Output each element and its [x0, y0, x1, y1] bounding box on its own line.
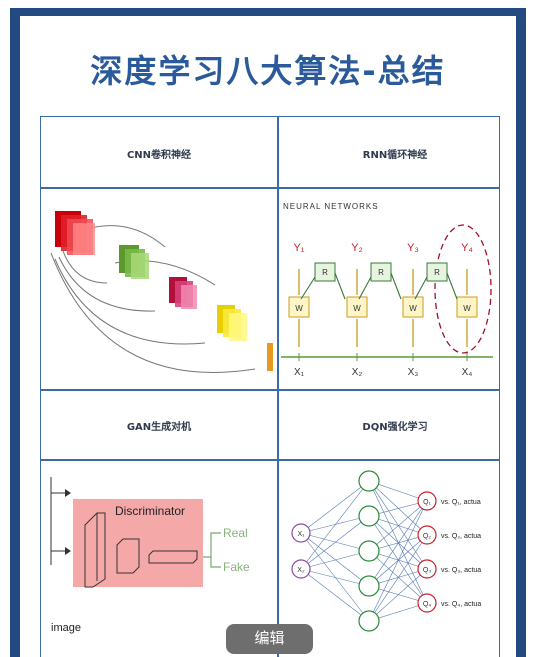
svg-text:vs. Q₄, actua: vs. Q₄, actua	[441, 601, 481, 608]
gan-diagram: Discriminator Real Fake image	[50, 477, 250, 634]
grid-divider-vertical	[277, 117, 279, 657]
gan-caption: GAN生成对机	[126, 422, 192, 433]
rnn-unit-1: W Y₁ X₁	[288, 242, 310, 378]
dqn-caption: DQN强化学习	[362, 422, 428, 433]
rnn-unit-2: W Y₂ X₂	[346, 242, 368, 378]
svg-text:Y₁: Y₁	[293, 242, 304, 254]
svg-text:W: W	[409, 304, 417, 313]
svg-text:Q₃: Q₃	[423, 567, 431, 574]
svg-text:W: W	[463, 304, 471, 313]
svg-text:vs. Q₁, actua: vs. Q₁, actua	[441, 499, 481, 506]
svg-text:image: image	[51, 622, 81, 634]
svg-text:W: W	[295, 304, 303, 313]
svg-text:X₁: X₁	[294, 367, 305, 378]
dqn-output-nodes: Q₁ Q₂ Q₃ Q₄ vs. Q₁, actua vs. Q₂, actua …	[417, 491, 481, 613]
rnn-units: W Y₁ X₁ W Y₂ X₂ W Y₃	[288, 242, 478, 378]
rnn-diagram: NEURAL NETWORKS W Y₁ X₁ W Y₂ X₂	[281, 202, 493, 378]
svg-text:W: W	[353, 304, 361, 313]
svg-text:X₂: X₂	[297, 567, 305, 574]
svg-text:Q₁: Q₁	[423, 499, 431, 506]
svg-text:Fake: Fake	[223, 560, 250, 574]
svg-text:R: R	[378, 268, 384, 277]
dqn-diagram: X₁ X₂ Q₁ Q₂ Q₃ Q₄ vs. Q₁, actua vs. Q₂, …	[291, 470, 481, 632]
rnn-unit-4: W Y₄ X₄	[456, 242, 478, 378]
svg-text:Y₃: Y₃	[407, 242, 419, 254]
svg-text:vs. Q₃, actua: vs. Q₃, actua	[441, 567, 481, 574]
svg-text:Y₂: Y₂	[351, 242, 363, 254]
dqn-input-nodes: X₁ X₂	[291, 523, 311, 579]
cnn-diagram	[50, 211, 273, 373]
svg-text:X₂: X₂	[352, 367, 363, 378]
cnn-block-red	[55, 211, 95, 255]
svg-text:Real: Real	[223, 526, 248, 540]
svg-text:Q₄: Q₄	[423, 601, 431, 608]
grid-divider-3	[41, 459, 499, 461]
edit-button[interactable]: 编辑	[226, 624, 313, 654]
rnn-recurrent-cells	[314, 262, 448, 282]
page-title: 深度学习八大算法-总结	[90, 52, 446, 90]
svg-text:vs. Q₂, actua: vs. Q₂, actua	[441, 533, 481, 540]
rnn-caption: RNN循环神经	[362, 150, 428, 161]
cnn-block-green	[119, 245, 149, 279]
cnn-block-yellow	[217, 305, 247, 341]
svg-text:X₃: X₃	[408, 367, 419, 378]
discriminator-box	[73, 499, 203, 587]
grid-divider-2	[41, 389, 499, 391]
svg-text:Y₄: Y₄	[461, 242, 473, 254]
svg-text:Q₂: Q₂	[423, 533, 431, 540]
cnn-block-pink	[169, 277, 197, 309]
grid-divider-1	[41, 187, 499, 189]
svg-text:R: R	[434, 268, 440, 277]
rnn-unit-3: W Y₃ X₃	[402, 242, 424, 378]
rnn-highlight-ellipse	[434, 224, 492, 354]
svg-text:Discriminator: Discriminator	[115, 504, 185, 518]
rnn-heading: NEURAL NETWORKS	[283, 202, 379, 211]
cnn-output-bar	[267, 343, 273, 371]
svg-text:X₄: X₄	[462, 367, 473, 378]
svg-text:R: R	[322, 268, 328, 277]
cnn-caption: CNN卷积神经	[126, 150, 192, 161]
algorithm-grid: CNN卷积神经 RNN循环神经 GAN生成对机 DQN强化学习	[40, 116, 500, 657]
svg-text:X₁: X₁	[297, 531, 305, 538]
dqn-hidden-nodes	[358, 470, 380, 632]
